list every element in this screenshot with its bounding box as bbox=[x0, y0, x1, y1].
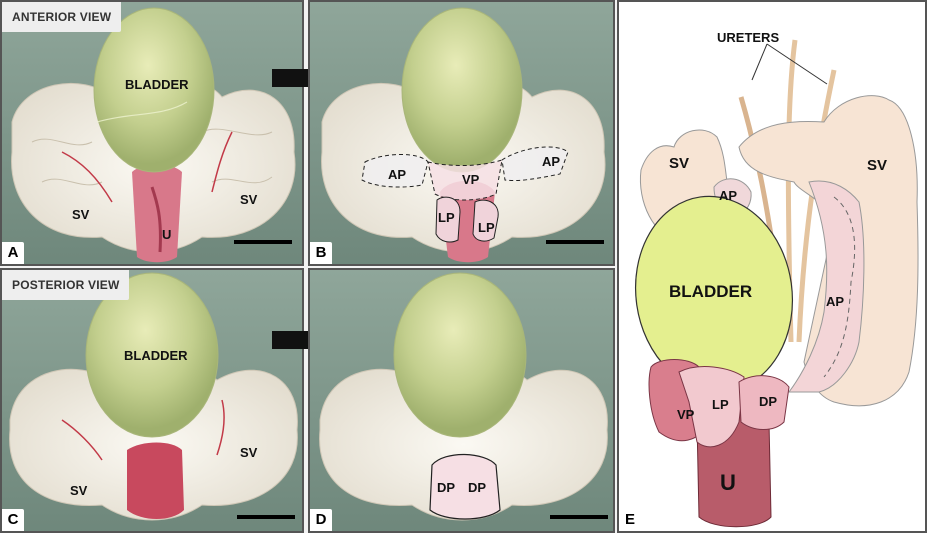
panel-letter-e: E bbox=[619, 509, 641, 531]
view-label-posterior: POSTERIOR VIEW bbox=[2, 270, 130, 300]
label-bladder: BLADDER bbox=[669, 282, 753, 301]
label-lp-right: LP bbox=[478, 220, 495, 235]
scale-bar bbox=[237, 515, 295, 519]
posterior-annotated-illustration bbox=[310, 270, 613, 531]
label-sv-left: SV bbox=[669, 155, 690, 172]
label-bladder: BLADDER bbox=[124, 348, 188, 363]
schematic-diagram bbox=[634, 39, 919, 528]
label-lp: LP bbox=[712, 397, 729, 412]
label-ap-right: AP bbox=[542, 154, 561, 169]
scale-bar bbox=[550, 515, 608, 519]
label-sv-right: SV bbox=[240, 445, 258, 460]
label-urethra: U bbox=[162, 227, 172, 242]
panel-letter-d: D bbox=[310, 509, 332, 531]
panel-a-anterior-photo: ANTERIOR VIEW BLADDER SV SV U A bbox=[0, 0, 304, 266]
label-sv-right: SV bbox=[867, 157, 888, 174]
label-ap-left: AP bbox=[388, 167, 407, 182]
label-sv-left: SV bbox=[70, 483, 88, 498]
label-ureters: URETERS bbox=[717, 30, 780, 45]
label-ap-top: AP bbox=[719, 188, 738, 203]
anterior-photo-illustration bbox=[2, 2, 302, 264]
label-bladder: BLADDER bbox=[125, 77, 189, 92]
panel-c-posterior-photo: POSTERIOR VIEW BLADDER SV SV C bbox=[0, 268, 304, 533]
label-vp: VP bbox=[462, 172, 480, 187]
label-sv-left: SV bbox=[72, 207, 90, 222]
panel-letter-a: A bbox=[2, 242, 24, 264]
label-ap-right: AP bbox=[826, 294, 845, 309]
label-sv-right: SV bbox=[240, 192, 258, 207]
panel-letter-b: B bbox=[310, 242, 332, 264]
anterior-annotated-illustration bbox=[310, 2, 613, 264]
label-dp: DP bbox=[759, 394, 778, 409]
scale-bar bbox=[234, 240, 292, 244]
label-dp-left: DP bbox=[437, 480, 456, 495]
panel-b-anterior-annotated: AP VP AP LP LP B bbox=[308, 0, 615, 266]
view-label-anterior: ANTERIOR VIEW bbox=[2, 2, 122, 32]
label-dp-right: DP bbox=[468, 480, 487, 495]
label-urethra: U bbox=[720, 470, 736, 495]
panel-letter-c: C bbox=[2, 509, 24, 531]
panel-d-posterior-annotated: DP DP D bbox=[308, 268, 615, 533]
label-vp: VP bbox=[677, 407, 695, 422]
posterior-photo-illustration bbox=[2, 270, 302, 531]
label-lp-left: LP bbox=[438, 210, 455, 225]
scale-bar bbox=[546, 240, 604, 244]
panel-e-schematic: URETERS SV SV AP AP BLADDER VP LP DP U E bbox=[617, 0, 927, 533]
